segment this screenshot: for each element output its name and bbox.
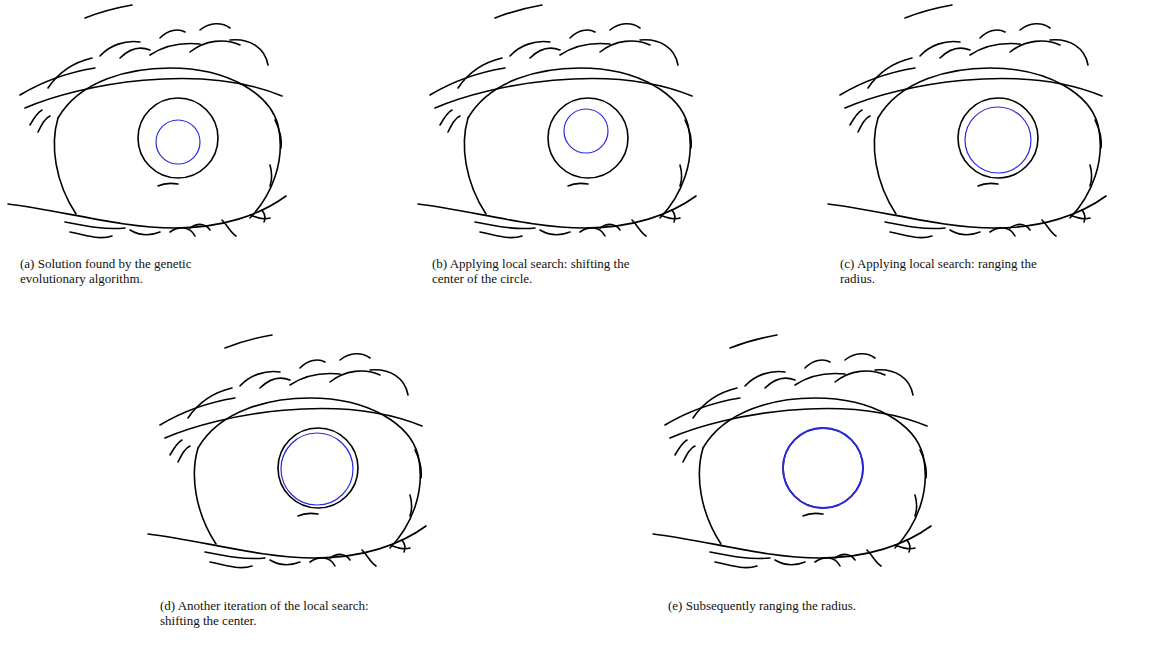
- eye-panel: [148, 335, 426, 568]
- fitted-circle: [965, 107, 1031, 173]
- figure-caption: (b) Applying local search: shifting the …: [432, 256, 654, 286]
- edge-image: [8, 5, 286, 238]
- edge-image: [828, 5, 1106, 238]
- fitted-circle: [783, 428, 863, 508]
- fitted-circle: [564, 109, 608, 153]
- eye-panel: [828, 5, 1106, 238]
- figure-caption: (d) Another iteration of the local searc…: [160, 598, 382, 628]
- eye-panel: [8, 5, 286, 238]
- figure-caption: (e) Subsequently ranging the radius.: [668, 598, 890, 613]
- figure-caption: (c) Applying local search: ranging the r…: [840, 256, 1062, 286]
- fitted-circle: [281, 433, 353, 505]
- eye-panel: [418, 5, 696, 238]
- eye-panel: [653, 335, 931, 568]
- edge-image: [148, 335, 426, 568]
- edge-image: [418, 5, 696, 238]
- fitted-circle: [156, 120, 200, 164]
- figure-caption: (a) Solution found by the genetic evolut…: [20, 256, 240, 286]
- edge-image: [653, 335, 931, 568]
